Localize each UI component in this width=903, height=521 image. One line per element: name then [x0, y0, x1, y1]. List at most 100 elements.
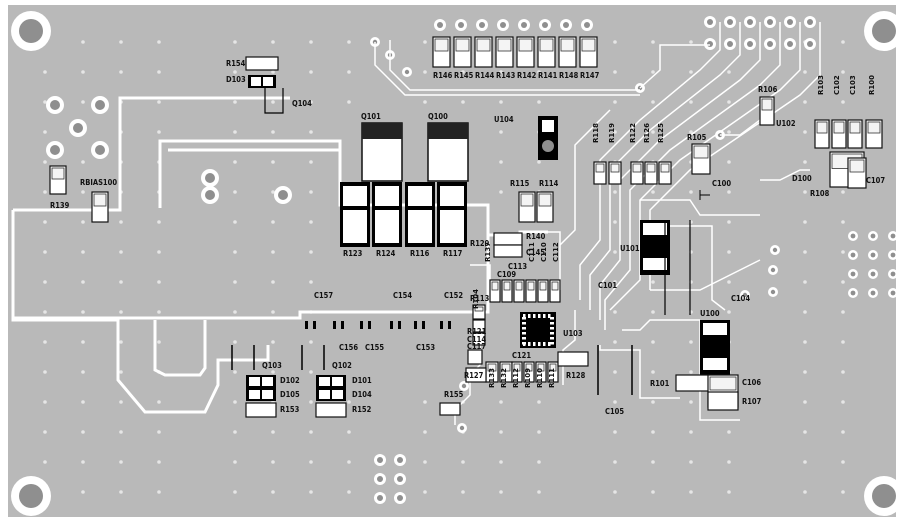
label-u103: U103 — [563, 329, 583, 338]
via-dot — [309, 430, 313, 434]
header-pin-drill — [767, 41, 773, 47]
via-dot — [309, 370, 313, 374]
via-dot — [271, 280, 275, 284]
via-dot — [803, 220, 807, 224]
via-dot — [271, 250, 275, 254]
via-dot — [689, 370, 693, 374]
ic-pad — [542, 120, 554, 132]
header-pin-drill — [787, 41, 793, 47]
via-dot — [347, 490, 351, 494]
via-dot — [309, 280, 313, 284]
label-c102: C102 — [833, 75, 841, 95]
mounting-hole-bottom-left — [11, 476, 51, 516]
pad-half — [833, 121, 845, 134]
via-dot — [81, 100, 85, 104]
via-dot — [43, 280, 47, 284]
component-footprints — [49, 36, 883, 418]
label-c103: C103 — [849, 75, 857, 95]
via-dot — [651, 400, 655, 404]
via-dot — [233, 340, 237, 344]
connector-pin-drill — [870, 252, 876, 258]
pad-half — [513, 363, 521, 372]
label-c155: C155 — [365, 343, 384, 352]
label-c152: C152 — [444, 291, 463, 300]
via-dot — [271, 40, 275, 44]
via-dot — [233, 160, 237, 164]
via-dot — [841, 370, 845, 374]
label-r142: R142 — [517, 71, 537, 80]
via-dot — [43, 130, 47, 134]
via-dot — [119, 400, 123, 404]
pad — [675, 374, 711, 392]
via-dot — [841, 430, 845, 434]
via-dot — [119, 40, 123, 44]
pad-half — [849, 159, 865, 173]
pad — [549, 279, 561, 303]
pad — [513, 279, 525, 303]
via-dot — [233, 100, 237, 104]
q104-outline — [264, 88, 284, 114]
power-resistor-pad — [440, 186, 464, 206]
via-dot — [537, 490, 541, 494]
label-c106: C106 — [742, 378, 761, 387]
via-dot — [423, 460, 427, 464]
via-dot — [613, 70, 617, 74]
label-c101: C101 — [598, 281, 617, 290]
via-dot — [613, 340, 617, 344]
via-dot — [81, 460, 85, 464]
power-resistor-pad — [343, 210, 367, 243]
via-dot — [461, 460, 465, 464]
diode-pad — [332, 390, 343, 399]
via-dot — [309, 250, 313, 254]
via-drill — [770, 267, 776, 273]
via-dot — [727, 310, 731, 314]
via-dot — [499, 100, 503, 104]
via-dot — [43, 190, 47, 194]
pad-half — [581, 38, 596, 52]
qfn-pin — [523, 314, 526, 318]
via-dot — [651, 310, 655, 314]
header-pin-drill — [767, 19, 773, 25]
via-dot — [157, 40, 161, 44]
via-drill — [772, 247, 778, 253]
label-d100: D100 — [792, 174, 812, 183]
through-hole-drill — [50, 145, 60, 155]
via-dot — [157, 280, 161, 284]
via-dot — [841, 490, 845, 494]
pad-half — [527, 281, 535, 291]
connector-pin-drill — [870, 271, 876, 277]
label-q101: Q101 — [361, 112, 381, 121]
via-dot — [651, 430, 655, 434]
pad-half — [501, 363, 511, 372]
via-dot — [613, 370, 617, 374]
via-dot — [841, 400, 845, 404]
via-dot — [803, 100, 807, 104]
via-dot — [347, 40, 351, 44]
label-r133: R133 — [488, 368, 496, 388]
label-r112: R112 — [512, 368, 520, 388]
qfn-pin — [522, 342, 526, 345]
label-r125: R125 — [657, 123, 665, 143]
via-dot — [803, 460, 807, 464]
label-r110: R110 — [536, 368, 544, 388]
label-c100: C100 — [712, 179, 731, 188]
label-q102: Q102 — [332, 361, 352, 370]
label-c110: C110 — [540, 242, 548, 262]
label-r143: R143 — [496, 71, 516, 80]
via-dot — [233, 250, 237, 254]
connector-pin-drill — [850, 290, 856, 296]
pad — [245, 402, 277, 418]
connector-pin-drill — [870, 290, 876, 296]
through-hole-drill — [205, 173, 215, 183]
pad — [523, 361, 535, 383]
via-dot — [271, 460, 275, 464]
cap-pad — [360, 321, 363, 329]
header-pin-drill — [787, 19, 793, 25]
via-dot — [423, 70, 427, 74]
via-dot — [651, 100, 655, 104]
via-dot — [81, 250, 85, 254]
power-resistor-pad — [408, 210, 432, 243]
via-dot — [461, 100, 465, 104]
via-dot — [613, 190, 617, 194]
